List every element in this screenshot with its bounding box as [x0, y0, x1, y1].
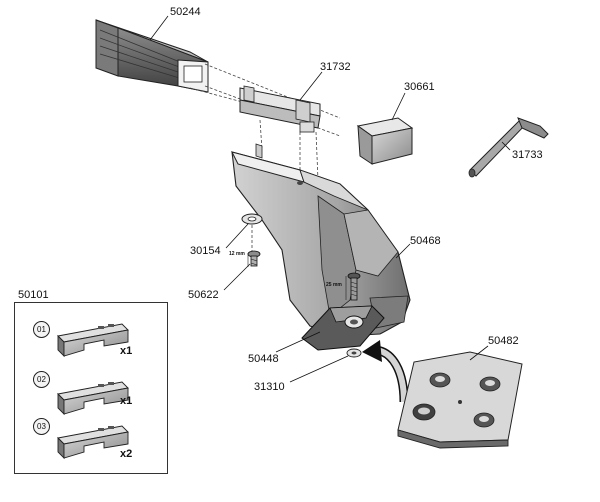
clamp-plate	[301, 305, 385, 351]
kit-clamp-03	[57, 425, 129, 460]
label-bar: 50244	[170, 6, 201, 18]
small-washer	[346, 348, 362, 358]
dimension-short-screw: 12 mm	[229, 251, 245, 257]
foot-pad	[397, 351, 523, 449]
kit-box	[14, 302, 168, 474]
rail-insert	[239, 85, 321, 133]
kit-clamp-01	[57, 323, 129, 358]
label-short-screw: 50622	[188, 289, 219, 301]
label-washer: 30154	[190, 245, 221, 257]
roof-bar	[95, 19, 209, 93]
label-kit: 50101	[18, 289, 49, 301]
kit-quantity: x1	[120, 345, 133, 357]
hex-key	[468, 117, 549, 178]
kit-index-badge: 01	[33, 321, 50, 338]
label-clamp-plate: 50448	[248, 353, 279, 365]
kit-clamp-02	[57, 381, 129, 416]
kit-quantity: x1	[120, 395, 133, 407]
end-cap	[356, 117, 414, 165]
foot-body	[231, 143, 411, 337]
dimension-long-screw: 25 mm	[326, 282, 342, 288]
label-foot: 50468	[410, 235, 441, 247]
label-foot-pad: 50482	[488, 335, 519, 347]
washer	[241, 213, 263, 225]
long-screw	[345, 272, 361, 301]
kit-index-badge: 03	[33, 418, 50, 435]
kit-quantity: x2	[120, 448, 133, 460]
short-screw	[247, 250, 261, 267]
kit-index-badge: 02	[33, 371, 50, 388]
leader-lines	[149, 15, 511, 383]
label-small-washer: 31310	[254, 381, 285, 393]
curved-arrow	[362, 340, 409, 403]
label-end-cap: 30661	[404, 81, 435, 93]
label-rail-insert: 31732	[320, 61, 351, 73]
label-hex-key: 31733	[512, 149, 543, 161]
